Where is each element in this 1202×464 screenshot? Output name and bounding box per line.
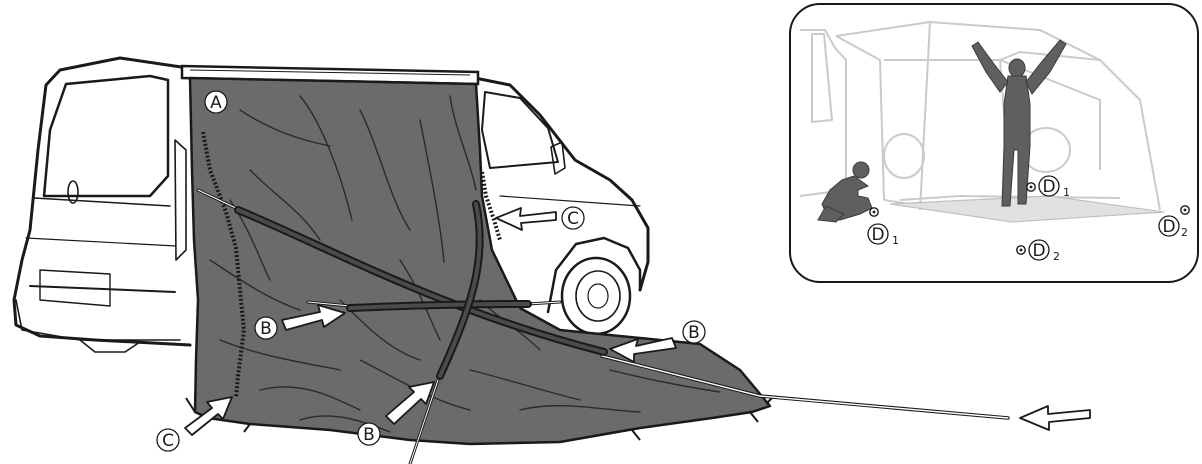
- callout-b-bottom: B: [358, 423, 380, 445]
- callout-b-letter: B: [260, 319, 272, 339]
- callout-c-letter: C: [162, 431, 174, 451]
- callout-d-subscript: 1: [1063, 186, 1070, 199]
- callout-d-subscript: 1: [892, 234, 899, 247]
- callout-d-letter: D: [1042, 177, 1055, 197]
- callout-d-subscript: 2: [1181, 226, 1188, 239]
- callout-b-letter: B: [363, 425, 375, 445]
- callout-d-letter: D: [1162, 217, 1175, 237]
- callout-d-letter: D: [1032, 241, 1045, 261]
- callout-b-letter: B: [688, 323, 700, 343]
- callout-a: A: [205, 91, 227, 113]
- callout-b-left: B: [255, 317, 277, 339]
- callout-b-right: B: [683, 321, 705, 343]
- callout-c-letter: C: [567, 209, 579, 229]
- inset-panel: D 1 D 1 D 2 D 2: [790, 4, 1198, 282]
- callout-d-subscript: 2: [1053, 250, 1060, 263]
- callout-a-letter: A: [210, 93, 222, 113]
- callout-d-letter: D: [871, 225, 884, 245]
- callout-c-right: C: [562, 207, 584, 229]
- callout-c-left: C: [157, 429, 179, 451]
